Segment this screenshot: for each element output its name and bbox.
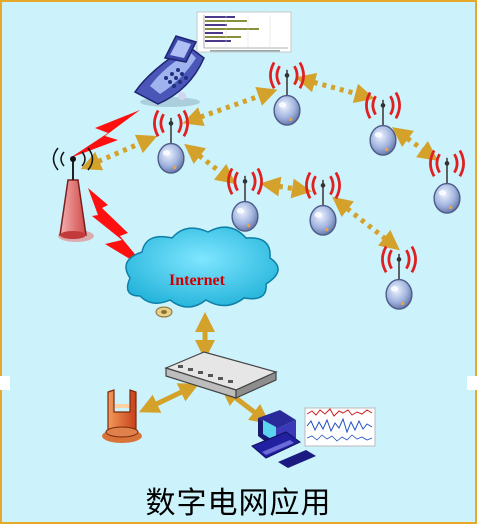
lightning-bolt-lower xyxy=(88,188,148,270)
link-node3-node4 xyxy=(391,127,439,161)
frame-gap-right xyxy=(467,376,477,390)
mobile-phone-icon xyxy=(133,35,205,107)
link-node1-node5 xyxy=(184,143,236,185)
sensor-node-2-icon xyxy=(269,62,305,127)
slide-frame-top xyxy=(0,0,477,376)
diagram-caption: 数字电网应用 xyxy=(145,486,332,521)
mesh-links xyxy=(80,72,439,251)
sensor-node-3-icon xyxy=(365,92,401,157)
internet-cloud-icon: Internet xyxy=(125,226,279,318)
frame-gap-left xyxy=(0,376,10,390)
wireless-bolts xyxy=(70,110,148,270)
link-tower-node1 xyxy=(80,134,158,171)
sensor-node-7-icon xyxy=(381,246,417,311)
link-node6-node7 xyxy=(332,196,400,251)
slide-frame-bottom xyxy=(0,390,477,524)
sensor-node-1-icon xyxy=(153,110,189,175)
cloud-label: Internet xyxy=(169,272,226,289)
sensor-node-5-icon xyxy=(227,168,263,233)
base-station-icon xyxy=(52,147,94,242)
link-node1-node2 xyxy=(182,86,278,127)
sensor-node-6-icon xyxy=(305,172,341,237)
link-switch-meter xyxy=(138,383,200,413)
link-node2-node3 xyxy=(295,72,375,104)
power-meter-icon xyxy=(102,389,142,443)
chart-thumbnail-icon xyxy=(196,11,292,53)
network-switch-icon xyxy=(164,351,278,399)
waveform-graph-icon xyxy=(304,407,376,447)
desktop-computer-icon xyxy=(251,410,316,468)
link-node5-node6 xyxy=(260,176,312,199)
lightning-bolt-upper xyxy=(70,110,140,158)
sensor-node-4-icon xyxy=(429,150,465,215)
